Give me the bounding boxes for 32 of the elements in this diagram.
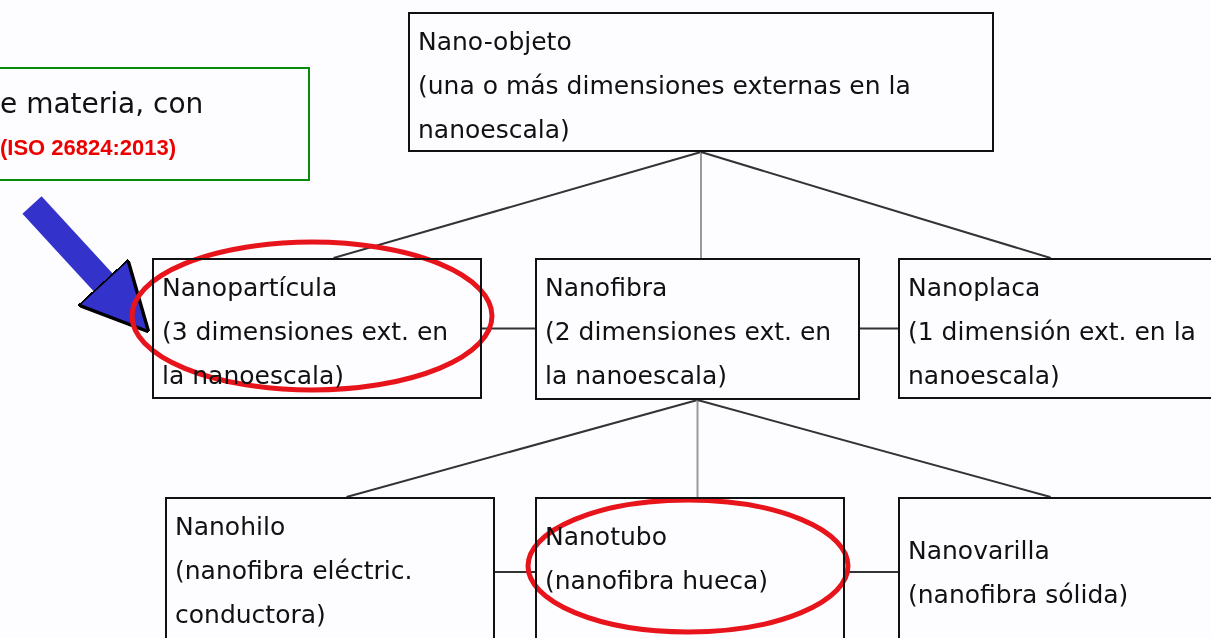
node-title: Nanofibra bbox=[545, 272, 669, 304]
connector-line bbox=[696, 399, 1052, 498]
node-description: (1 dimensión ext. en la nanoescala) bbox=[908, 316, 1197, 392]
connector-line bbox=[700, 151, 1052, 259]
node-title: Nanoplaca bbox=[908, 272, 1042, 304]
node-description: (una o más dimensiones externas en la nanoescala) bbox=[418, 70, 912, 146]
concept-box bbox=[165, 497, 495, 638]
connector-line bbox=[494, 571, 536, 573]
connector-line bbox=[345, 399, 699, 498]
node-title: Nanovarilla bbox=[908, 535, 1051, 567]
node-description: (nanofibra hueca) bbox=[545, 565, 770, 597]
connector-line bbox=[481, 327, 536, 330]
concept-box bbox=[408, 12, 994, 152]
node-title: Nano-objeto bbox=[418, 26, 573, 58]
node-title: Nanohilo bbox=[175, 511, 287, 543]
connector-line bbox=[859, 327, 899, 330]
definition-text: e materia, con bbox=[0, 86, 205, 122]
note-box bbox=[0, 67, 310, 181]
concept-box bbox=[898, 497, 1211, 638]
connector-line bbox=[696, 399, 699, 498]
node-title: Nanopartícula bbox=[162, 272, 339, 304]
concept-box bbox=[152, 258, 482, 399]
node-description: (2 dimensiones ext. en la nanoescala) bbox=[545, 316, 833, 392]
connector-line bbox=[700, 151, 702, 259]
concept-box bbox=[535, 258, 860, 400]
block-arrow bbox=[22, 196, 151, 334]
standard-reference: (ISO 26824:2013) bbox=[0, 134, 178, 162]
node-description: (nanofibra eléctric. conductora) bbox=[175, 555, 414, 631]
node-title: Nanotubo bbox=[545, 521, 668, 553]
node-description: (nanofibra sólida) bbox=[908, 579, 1130, 611]
concept-box bbox=[898, 258, 1211, 399]
connector-line bbox=[332, 151, 702, 259]
